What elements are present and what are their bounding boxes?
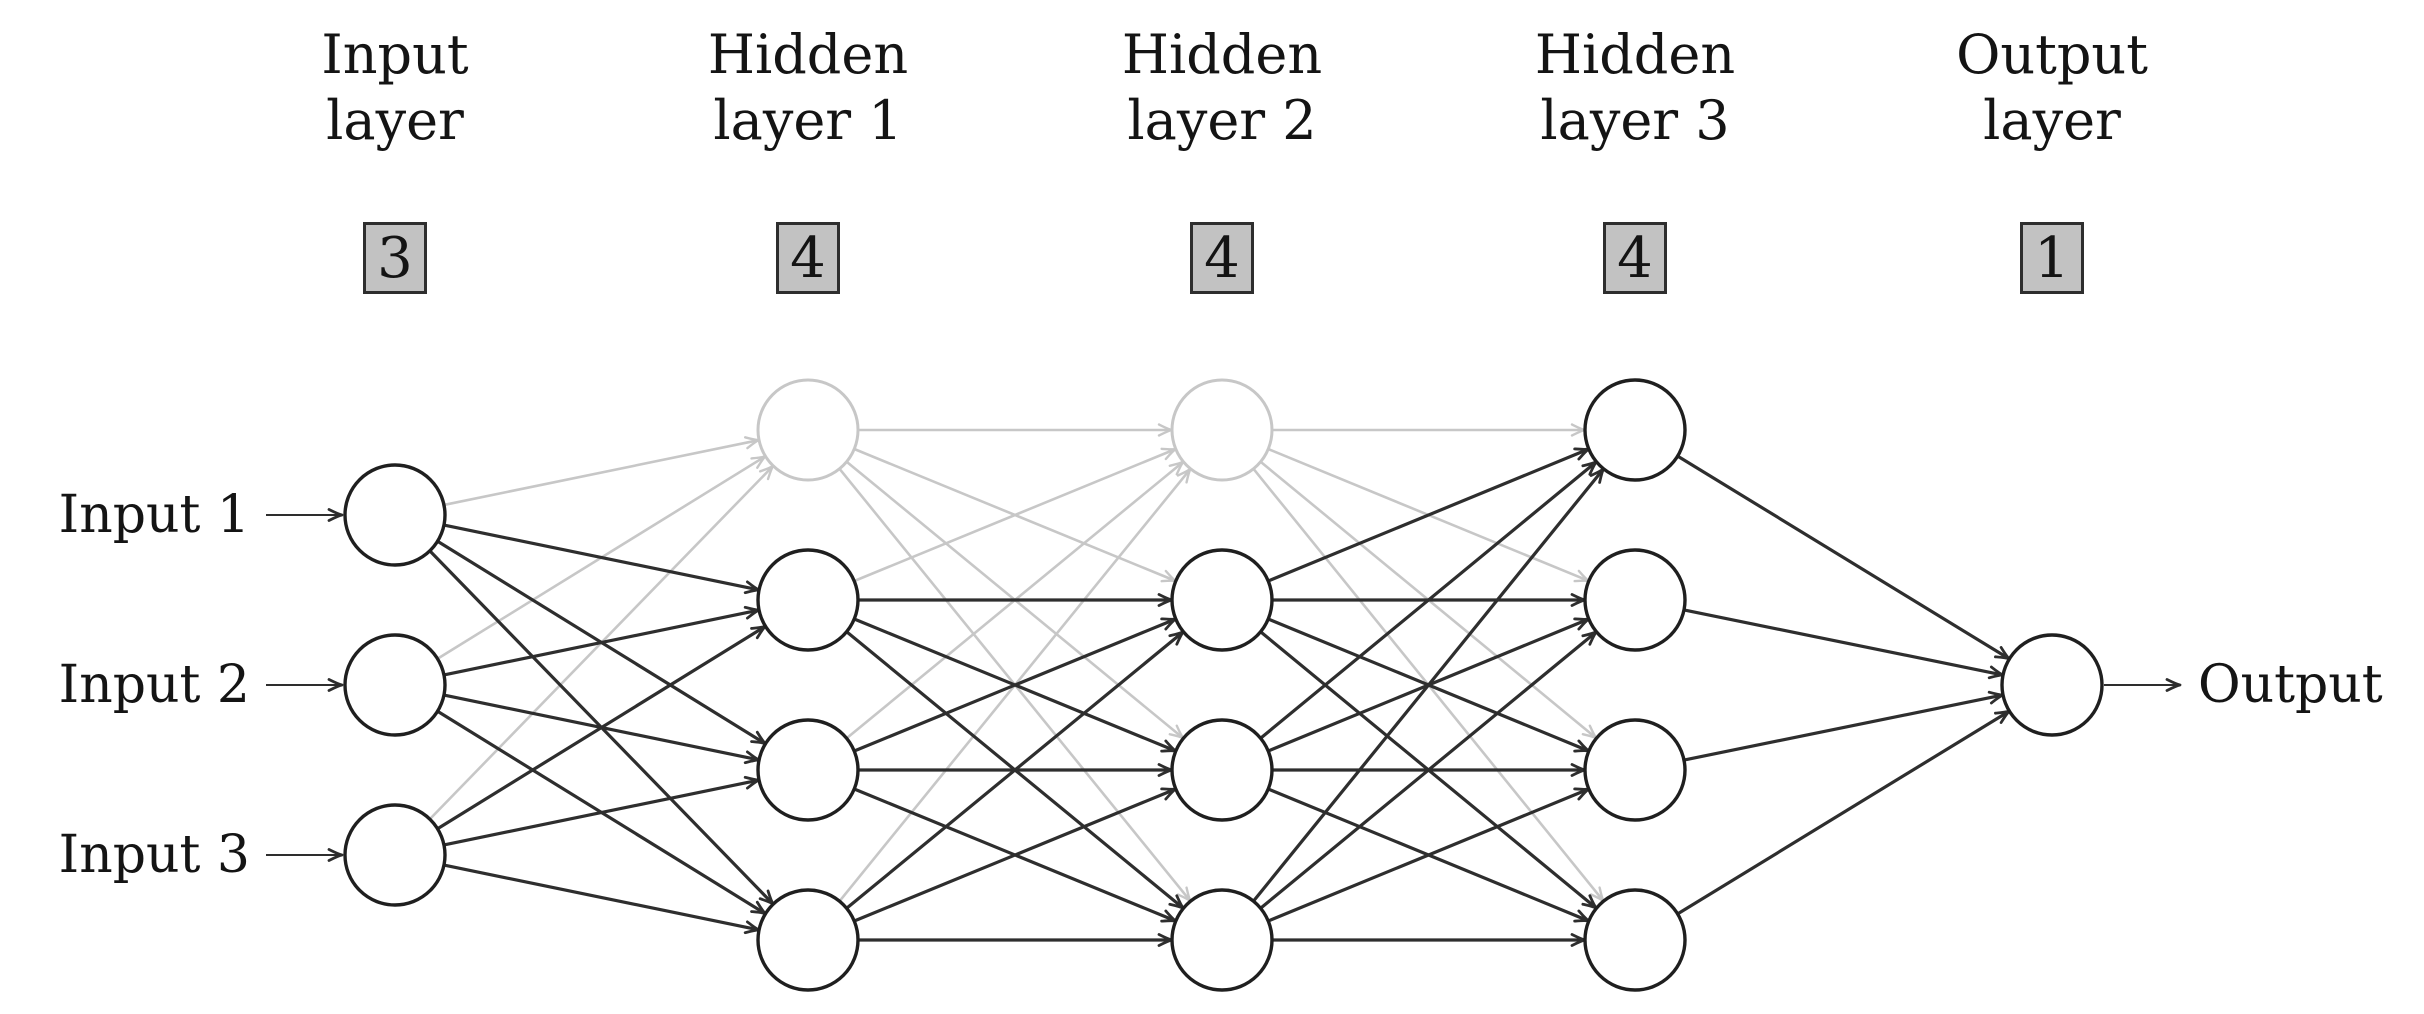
node-hidden1-2: [756, 548, 860, 652]
edge-input-n3-to-hidden1-n4: [443, 863, 761, 935]
edge-hidden2-n4-to-hidden3-n2: [1259, 630, 1598, 910]
node-hidden3-1: [1583, 378, 1687, 482]
edge-hidden1-n4-to-hidden2-n3: [853, 787, 1178, 923]
layer-title-output: Output layer: [1852, 22, 2252, 154]
layer-title-line2: layer 3: [1540, 89, 1730, 152]
io-arrows-group: [266, 508, 2182, 862]
layer-title-line1: Input: [321, 23, 469, 86]
output-label: Output: [2198, 655, 2383, 715]
active-edges-group: [428, 447, 2011, 947]
layer-title-hidden1: Hidden layer 1: [608, 22, 1008, 154]
layer-title-line1: Output: [1956, 23, 2148, 86]
layer-title-hidden3: Hidden layer 3: [1435, 22, 1835, 154]
layer-title-line1: Hidden: [707, 23, 909, 86]
node-hidden2-1-dropped: [1170, 378, 1274, 482]
input-label-3: Input 3: [58, 825, 250, 885]
node-input-3: [343, 803, 447, 907]
node-hidden2-3: [1170, 718, 1274, 822]
node-hidden3-3: [1583, 718, 1687, 822]
layer-column-hidden1: Hidden layer 1 4: [608, 22, 1008, 294]
layer-size-badge-input: 3: [363, 222, 427, 294]
node-hidden1-1-dropped: [756, 378, 860, 482]
edge-hidden1-n4-to-hidden2-n2: [845, 630, 1185, 910]
node-hidden3-2: [1583, 548, 1687, 652]
edge-input-n3-to-hidden1-n2: [436, 624, 767, 831]
layer-size-badge-output: 1: [2020, 222, 2084, 294]
layer-column-hidden2: Hidden layer 2 4: [1022, 22, 1422, 294]
layer-title-line1: Hidden: [1534, 23, 1736, 86]
edge-hidden2-n4-to-hidden3-n1: [1252, 467, 1605, 903]
edge-hidden3-n4-to-output-n1: [1676, 709, 2011, 916]
node-hidden3-4: [1583, 888, 1687, 992]
input-label-2: Input 2: [58, 655, 250, 715]
node-hidden2-4: [1170, 888, 1274, 992]
layer-title-line2: layer 1: [713, 89, 903, 152]
edge-input-n1-to-hidden1-n2: [443, 523, 761, 595]
layer-column-hidden3: Hidden layer 3 4: [1435, 22, 1835, 294]
edge-hidden3-n2-to-output-n1: [1683, 608, 2005, 680]
node-output-1: [2000, 633, 2104, 737]
layer-title-line2: layer: [1983, 89, 2121, 152]
layer-size-badge-hidden3: 4: [1603, 222, 1667, 294]
edge-hidden1-n3-to-hidden2-n2: [853, 617, 1178, 753]
edge-input-n3-to-hidden1-n3: [443, 775, 761, 847]
edge-hidden2-n2-to-hidden3-n1: [1267, 447, 1591, 583]
layer-size-badge-hidden2: 4: [1190, 222, 1254, 294]
layer-title-line1: Hidden: [1121, 23, 1323, 86]
layer-column-output: Output layer 1: [1852, 22, 2252, 294]
node-hidden2-2: [1170, 548, 1274, 652]
layer-title-line2: layer 2: [1127, 89, 1317, 152]
edge-hidden2-n4-to-hidden3-n3: [1267, 787, 1591, 923]
layer-title-hidden2: Hidden layer 2: [1022, 22, 1422, 154]
dropped-edges-group: [428, 423, 1605, 903]
layer-title-line2: layer: [326, 89, 464, 152]
edge-hidden3-n1-to-output-n1: [1676, 454, 2011, 661]
node-hidden1-3: [756, 718, 860, 822]
node-hidden1-4: [756, 888, 860, 992]
layer-size-badge-hidden1: 4: [776, 222, 840, 294]
edge-input-n1-to-hidden1-n1: [443, 436, 761, 507]
edge-hidden1-n2-to-hidden2-n1: [853, 447, 1177, 583]
edge-hidden2-n3-to-hidden3-n1: [1259, 460, 1598, 740]
layer-column-input: Input layer 3: [195, 22, 595, 294]
nodes-group: [343, 378, 2104, 992]
node-input-1: [343, 463, 447, 567]
layer-title-input: Input layer: [195, 22, 595, 154]
node-input-2: [343, 633, 447, 737]
edge-hidden3-n3-to-output-n1: [1683, 690, 2005, 762]
input-label-1: Input 1: [58, 485, 250, 545]
edge-input-n2-to-hidden1-n2: [443, 605, 761, 677]
